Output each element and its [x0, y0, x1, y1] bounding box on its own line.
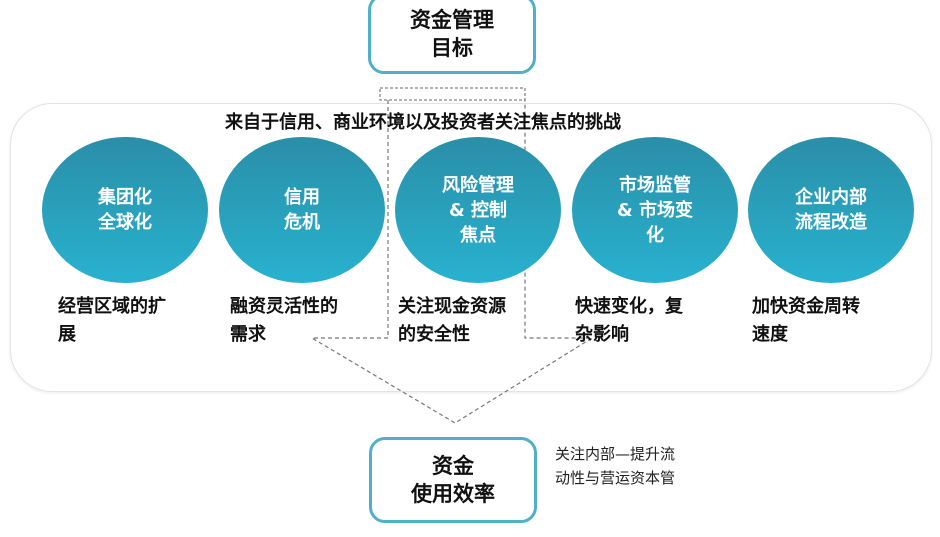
challenges-panel	[10, 103, 932, 392]
goal-line1: 资金管理	[410, 8, 494, 32]
challenge-circle-credit: 信用 危机	[219, 137, 385, 283]
challenge-circle-risk: 风险管理 & 控制 焦点	[395, 137, 561, 283]
challenge-desc: 融资灵活性的 需求	[230, 296, 338, 345]
challenge-title: 来自于信用、商业环境以及投资者关注焦点的挑战	[225, 112, 621, 133]
efficiency-note: 关注内部—提升流 动性与营运资本管	[555, 445, 676, 487]
efficiency-line2: 使用效率	[411, 482, 495, 506]
challenge-circle-process: 企业内部 流程改造	[748, 137, 914, 283]
challenge-desc: 加快资金周转 速度	[752, 296, 860, 345]
challenge-desc: 快速变化，复 杂影响	[575, 296, 683, 345]
efficiency-line1: 资金	[432, 454, 474, 478]
goal-line2: 目标	[431, 36, 473, 60]
goal-box: 资金管理目标	[368, 0, 536, 74]
challenge-desc: 经营区域的扩 展	[58, 296, 166, 345]
challenge-circle-market: 市场监管 & 市场变 化	[572, 137, 738, 283]
challenge-circle-globalization: 集团化 全球化	[42, 137, 208, 283]
efficiency-box: 资金使用效率	[369, 437, 537, 523]
challenge-desc: 关注现金资源 的安全性	[398, 296, 506, 345]
